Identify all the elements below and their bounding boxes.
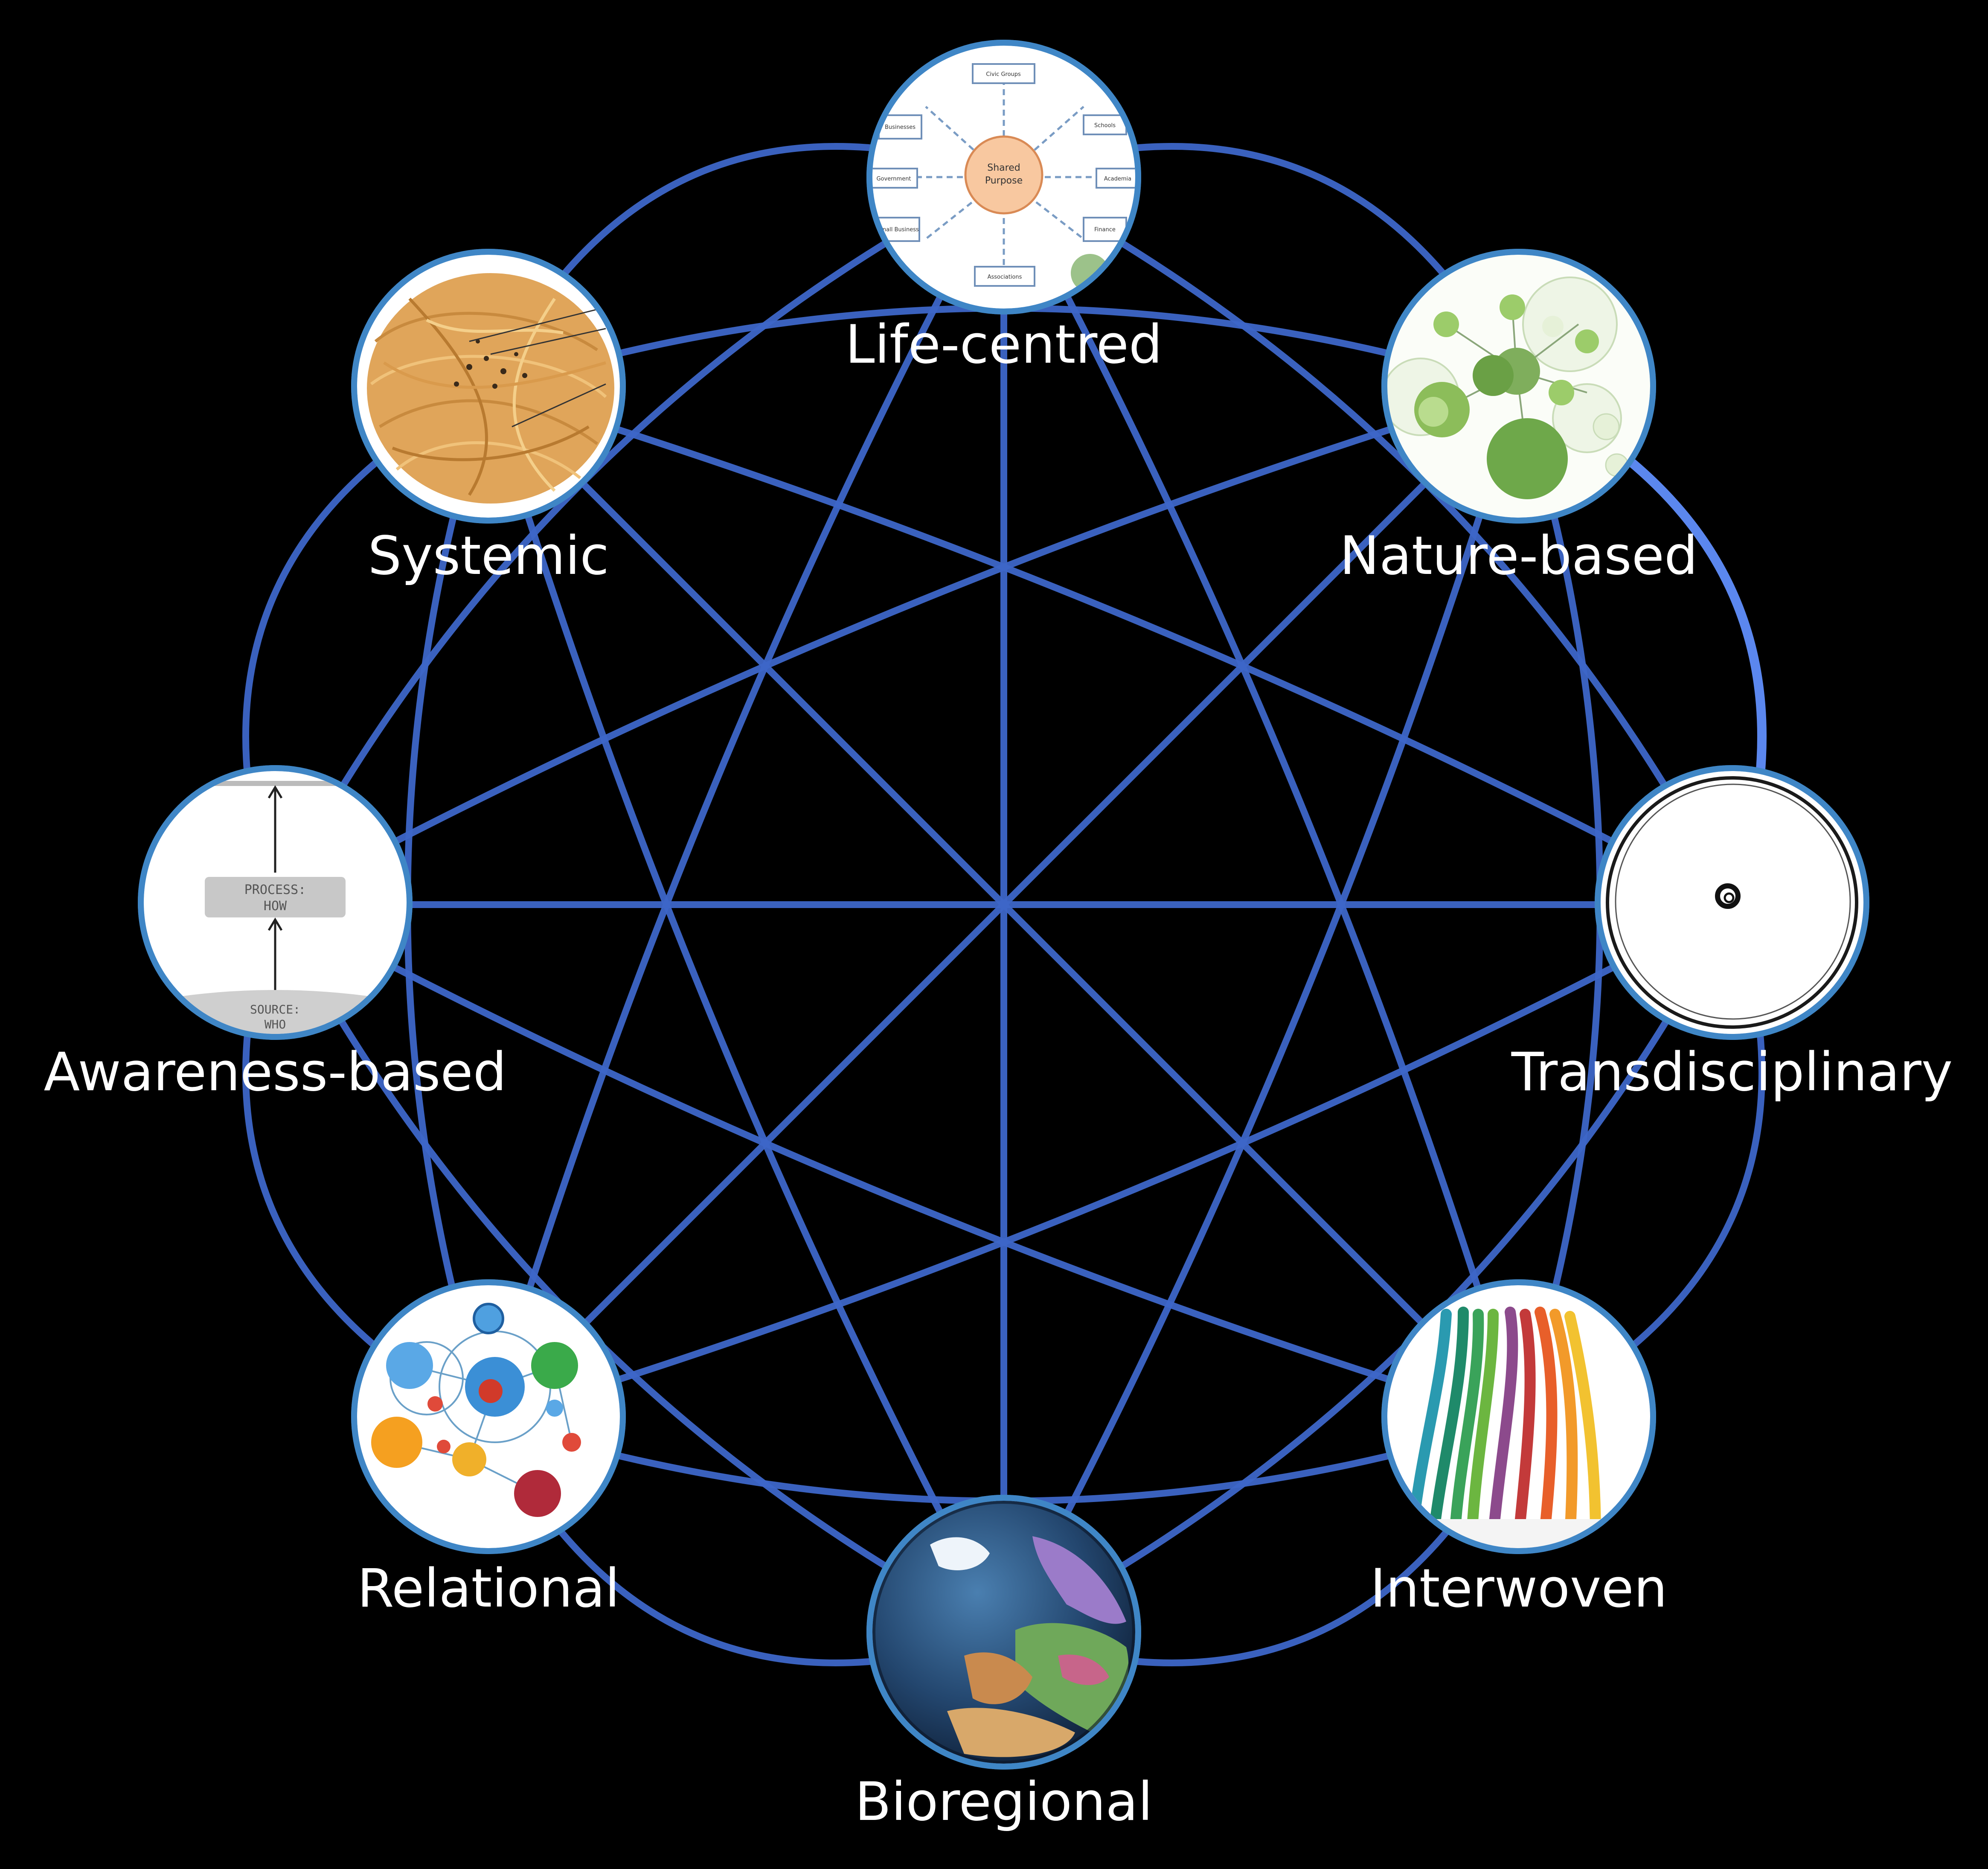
earth-globe-icon	[872, 1501, 1135, 1764]
node-bioregional[interactable]: Bioregional	[855, 1495, 1153, 1833]
node-relational[interactable]: Relational	[351, 1279, 626, 1619]
edge-nature-aware	[272, 386, 1523, 908]
green-bubble-map-icon	[1387, 255, 1650, 518]
node-interwoven[interactable]: Interwoven	[1370, 1279, 1668, 1619]
node-systemic[interactable]: Systemic	[351, 249, 626, 587]
node-life-centred[interactable]: Shared Purpose Civic Groups Schools Acad…	[845, 40, 1163, 376]
box-finance: Finance	[1094, 227, 1116, 233]
edge-life-rel	[485, 172, 1007, 1424]
source-label: SOURCE:	[250, 1002, 300, 1016]
box-civic-groups: Civic Groups	[986, 71, 1021, 78]
label-transdisciplinary: Transdisciplinary	[1511, 1042, 1953, 1103]
shared-purpose-line1: Shared	[987, 163, 1020, 173]
node-nature-based[interactable]: Nature-based	[1340, 249, 1698, 587]
shared-purpose-line2: Purpose	[985, 175, 1023, 186]
edge-inter-aware	[272, 901, 1523, 1424]
box-small-business: Small Business	[877, 227, 919, 233]
label-systemic: Systemic	[368, 525, 609, 587]
box-academia: Academia	[1104, 176, 1131, 182]
edge-life-inter	[1000, 172, 1523, 1424]
edge-bio-sys	[485, 386, 1007, 1637]
box-associations: Associations	[988, 274, 1022, 280]
edge-trans-rel	[485, 901, 1736, 1424]
spaghetti-icon	[357, 255, 620, 518]
label-bioregional: Bioregional	[855, 1771, 1153, 1833]
edge-trans-sys	[485, 386, 1736, 908]
box-businesses: Businesses	[885, 124, 916, 131]
label-relational: Relational	[357, 1558, 619, 1619]
shared-purpose-diagram-icon: Shared Purpose Civic Groups Schools Acad…	[872, 46, 1135, 309]
box-schools: Schools	[1094, 122, 1116, 129]
how-label: HOW	[264, 899, 287, 914]
label-interwoven: Interwoven	[1370, 1558, 1668, 1619]
process-label: PROCESS:	[244, 882, 306, 897]
node-transdisciplinary[interactable]: Transdisciplinary	[1511, 765, 1953, 1103]
edge-nature-bio	[1000, 386, 1523, 1637]
box-government: Government	[876, 176, 911, 182]
label-life-centred: Life-centred	[845, 314, 1162, 376]
label-awareness-based: Awareness-based	[44, 1042, 507, 1103]
edge-inter-sys	[485, 386, 1523, 1424]
label-nature-based: Nature-based	[1340, 525, 1698, 587]
network-spheres-icon	[357, 1285, 620, 1548]
hand-drawn-circle-icon	[1601, 771, 1863, 1034]
who-label: WHO	[264, 1017, 286, 1031]
